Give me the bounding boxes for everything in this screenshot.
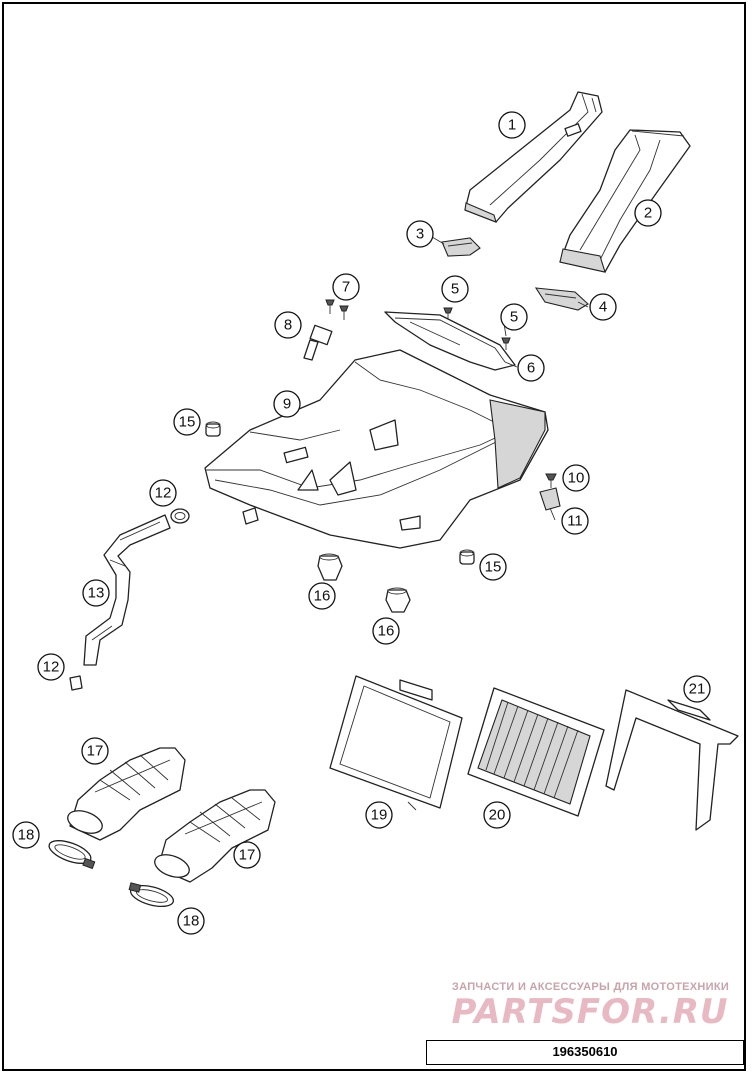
callout-9-label: 9 [283, 396, 291, 413]
callout-11-label: 11 [567, 513, 583, 530]
drawing-number-box: 196350610 [426, 1040, 744, 1065]
watermark-logo: PARTSFOR.RU [451, 992, 729, 1032]
callout-17a-label: 17 [87, 743, 104, 760]
callout-18b: 18 [177, 907, 205, 935]
callout-7: 7 [332, 273, 360, 301]
callout-4-label: 4 [599, 299, 607, 316]
callout-3: 3 [406, 220, 434, 248]
part-8-sensor [303, 324, 333, 361]
callout-21: 21 [683, 675, 711, 703]
callout-17b-label: 17 [239, 847, 256, 864]
part-5-screws [443, 307, 511, 350]
callout-4: 4 [589, 293, 617, 321]
callout-13-label: 13 [88, 585, 105, 602]
part-20-air-filter [467, 687, 605, 817]
part-4-seal [534, 287, 589, 311]
part-13-breather-hose [83, 514, 171, 666]
part-6-cover-plate [384, 311, 516, 371]
callout-16a: 16 [308, 582, 336, 610]
part-21-filter-cage [605, 689, 739, 831]
callout-10: 10 [562, 464, 590, 492]
part-19-filter-frame [329, 675, 463, 811]
callout-15b: 15 [479, 553, 507, 581]
callout-2: 2 [634, 199, 662, 227]
callout-20-label: 20 [489, 807, 506, 824]
part-15-plugs [205, 421, 475, 565]
callout-10-label: 10 [568, 470, 585, 487]
callout-19-label: 19 [371, 807, 388, 824]
callout-20: 20 [483, 801, 511, 829]
callout-19: 19 [365, 801, 393, 829]
callout-5b-label: 5 [510, 309, 518, 326]
callout-5b: 5 [500, 303, 528, 331]
callout-16b-label: 16 [378, 623, 395, 640]
part-11-clip [539, 487, 561, 511]
callout-18b-label: 18 [183, 913, 200, 930]
part-17-intake-boots [67, 747, 276, 883]
callout-15b-label: 15 [485, 559, 502, 576]
callout-5a: 5 [441, 275, 469, 303]
part-1-intake-duct [464, 91, 603, 223]
part-18-clamps [48, 840, 175, 908]
callout-16b: 16 [372, 617, 400, 645]
part-10-screw [545, 473, 557, 488]
callout-8: 8 [274, 311, 302, 339]
callout-12b-label: 12 [43, 659, 60, 676]
callout-7-label: 7 [342, 279, 350, 296]
callout-5a-label: 5 [451, 281, 459, 298]
part-7-screws [325, 299, 349, 320]
callout-18a-label: 18 [18, 827, 35, 844]
callout-6: 6 [517, 354, 545, 382]
part-9-airbox [204, 349, 549, 549]
callout-17a: 17 [81, 737, 109, 765]
watermark-tagline: ЗАПЧАСТИ И АКСЕССУАРЫ ДЛЯ МОТОТЕХНИКИ [451, 981, 730, 993]
callout-17b: 17 [233, 841, 261, 869]
callout-12a: 12 [149, 479, 177, 507]
callout-1-label: 1 [508, 117, 516, 134]
callout-6-label: 6 [527, 360, 535, 377]
callout-8-label: 8 [284, 317, 292, 334]
callout-18a: 18 [12, 821, 40, 849]
callout-2-label: 2 [644, 205, 652, 222]
callout-9: 9 [273, 390, 301, 418]
callout-15a: 15 [173, 408, 201, 436]
callout-12a-label: 12 [155, 485, 172, 502]
callout-3-label: 3 [416, 226, 424, 243]
callout-16a-label: 16 [314, 588, 331, 605]
part-3-seal [441, 237, 481, 257]
part-2-intake-duct [559, 129, 691, 273]
callout-21-label: 21 [689, 681, 706, 698]
part-12-clamps [69, 508, 190, 691]
callout-1: 1 [498, 111, 526, 139]
callout-15a-label: 15 [179, 414, 196, 431]
part-16-rubber-mounts [317, 553, 411, 613]
callout-11: 11 [561, 507, 589, 535]
callout-12b: 12 [37, 653, 65, 681]
callout-13: 13 [82, 579, 110, 607]
